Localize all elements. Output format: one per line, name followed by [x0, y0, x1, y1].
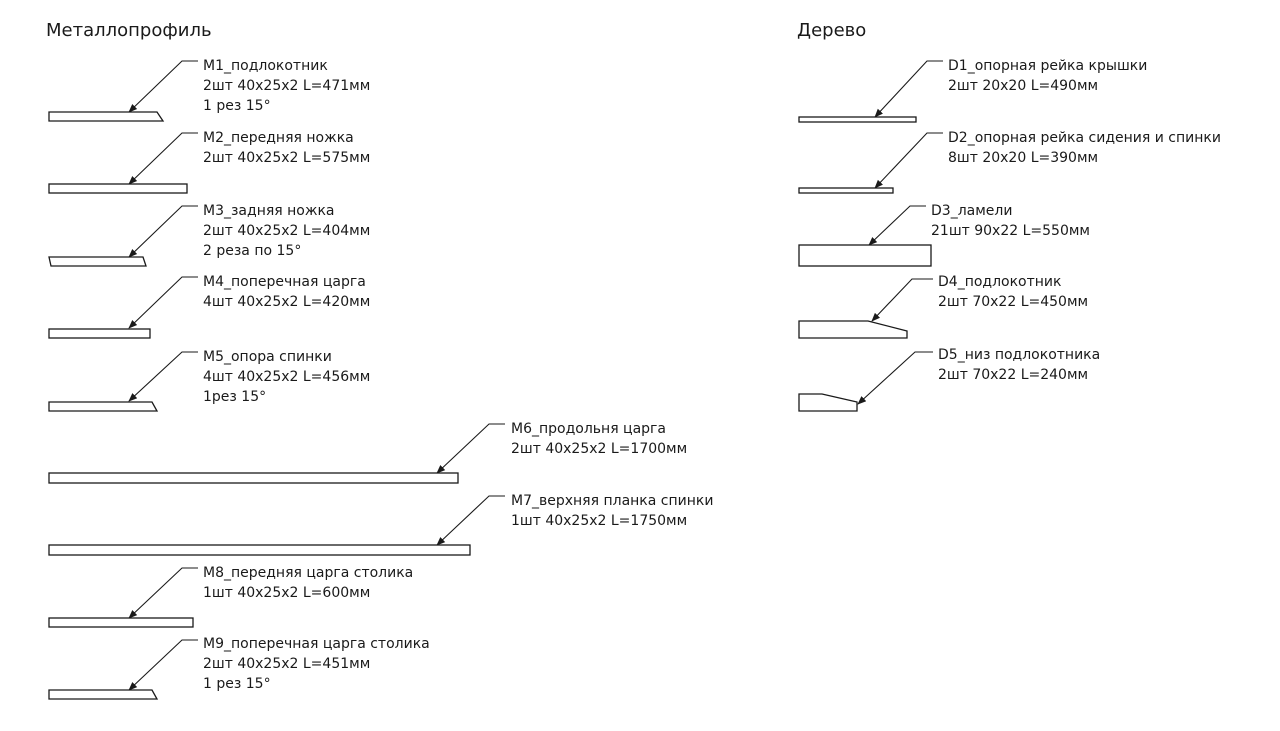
part-spec: 1шт 40х25х2 L=1750мм	[511, 513, 688, 529]
part-name: D4_подлокотник	[938, 274, 1062, 290]
part-shape-m8	[48, 617, 194, 628]
part-label-m6: M6_продольня царга 2шт 40х25х2 L=1700мм	[511, 419, 687, 459]
leader-arrow-d5	[857, 351, 933, 405]
part-shape-m4	[48, 328, 151, 339]
part-spec: 21шт 90х22 L=550мм	[931, 223, 1090, 239]
part-label-m7: M7_верхняя планка спинки 1шт 40х25х2 L=1…	[511, 491, 713, 531]
part-note: 1 рез 15°	[203, 676, 271, 692]
part-spec: 2шт 40х25х2 L=575мм	[203, 150, 371, 166]
leader-arrow-m6	[436, 423, 505, 474]
part-shape-d3	[798, 244, 932, 267]
part-spec: 8шт 20х20 L=390мм	[948, 150, 1099, 166]
leader-arrow-m1	[128, 60, 198, 113]
part-spec: 2шт 70х22 L=450мм	[938, 294, 1089, 310]
part-shape-m6	[48, 472, 459, 484]
leader-arrow-m5	[128, 351, 198, 402]
part-label-m1: M1_подлокотник 2шт 40х25х2 L=471мм 1 рез…	[203, 56, 370, 116]
part-spec: 1шт 40х25х2 L=600мм	[203, 585, 371, 601]
part-label-m4: M4_поперечная царга 4шт 40х25х2 L=420мм	[203, 272, 370, 312]
leader-arrow-d4	[871, 278, 933, 322]
part-label-d2: D2_опорная рейка сидения и спинки 8шт 20…	[948, 128, 1221, 168]
part-spec: 2шт 20х20 L=490мм	[948, 78, 1099, 94]
part-name: M1_подлокотник	[203, 58, 328, 74]
part-name: M7_верхняя планка спинки	[511, 493, 714, 509]
part-shape-m3	[48, 256, 147, 267]
part-label-d5: D5_низ подлокотника 2шт 70х22 L=240мм	[938, 345, 1100, 385]
part-spec: 2шт 40х25х2 L=1700мм	[511, 441, 688, 457]
part-label-d1: D1_опорная рейка крышки 2шт 20х20 L=490м…	[948, 56, 1147, 96]
part-shape-m1	[48, 111, 165, 122]
part-spec: 4шт 40х25х2 L=420мм	[203, 294, 371, 310]
leader-arrow-m3	[128, 205, 198, 258]
part-spec: 4шт 40х25х2 L=456мм	[203, 369, 371, 385]
leader-arrow-d2	[874, 132, 943, 189]
leader-arrow-m2	[128, 132, 198, 185]
part-name: D1_опорная рейка крышки	[948, 58, 1148, 74]
part-label-d3: D3_ламели 21шт 90х22 L=550мм	[931, 201, 1090, 241]
leader-arrow-d1	[874, 60, 943, 118]
part-label-m8: M8_передняя царга столика 1шт 40х25х2 L=…	[203, 563, 413, 603]
wood-section-heading: Дерево	[797, 20, 867, 41]
part-label-d4: D4_подлокотник 2шт 70х22 L=450мм	[938, 272, 1088, 312]
part-name: M5_опора спинки	[203, 349, 332, 365]
part-label-m3: M3_задняя ножка 2шт 40х25х2 L=404мм 2 ре…	[203, 201, 370, 261]
part-name: M2_передняя ножка	[203, 130, 354, 146]
part-spec: 2шт 40х25х2 L=471мм	[203, 78, 371, 94]
leader-arrow-m4	[128, 276, 198, 329]
part-spec: 2шт 40х25х2 L=451мм	[203, 656, 371, 672]
part-shape-d2	[798, 187, 894, 194]
part-name: M4_поперечная царга	[203, 274, 366, 290]
part-name: M9_поперечная царга столика	[203, 636, 430, 652]
leader-arrow-m8	[128, 567, 198, 619]
part-label-m5: M5_опора спинки 4шт 40х25х2 L=456мм 1рез…	[203, 347, 370, 407]
part-name: M6_продольня царга	[511, 421, 666, 437]
part-shape-m5	[48, 401, 159, 412]
leader-arrow-d3	[868, 205, 926, 246]
leader-arrow-m9	[128, 639, 198, 691]
part-shape-d4	[798, 320, 908, 339]
metal-section-heading: Металлопрофиль	[46, 20, 212, 41]
part-name: D5_низ подлокотника	[938, 347, 1101, 363]
part-shape-m2	[48, 183, 188, 194]
part-label-m2: M2_передняя ножка 2шт 40х25х2 L=575мм	[203, 128, 370, 168]
part-spec: 2шт 70х22 L=240мм	[938, 367, 1089, 383]
part-shape-d5	[798, 393, 858, 412]
part-spec: 2шт 40х25х2 L=404мм	[203, 223, 371, 239]
part-name: M3_задняя ножка	[203, 203, 335, 219]
part-name: M8_передняя царга столика	[203, 565, 414, 581]
part-note: 1 рез 15°	[203, 98, 271, 114]
part-shape-d1	[798, 116, 917, 123]
part-name: D2_опорная рейка сидения и спинки	[948, 130, 1221, 146]
part-note: 2 реза по 15°	[203, 243, 302, 259]
part-shape-m7	[48, 544, 471, 556]
part-shape-m9	[48, 689, 159, 700]
part-note: 1рез 15°	[203, 389, 267, 405]
leader-arrow-m7	[436, 495, 505, 546]
part-label-m9: M9_поперечная царга столика 2шт 40х25х2 …	[203, 634, 430, 694]
part-name: D3_ламели	[931, 203, 1013, 219]
